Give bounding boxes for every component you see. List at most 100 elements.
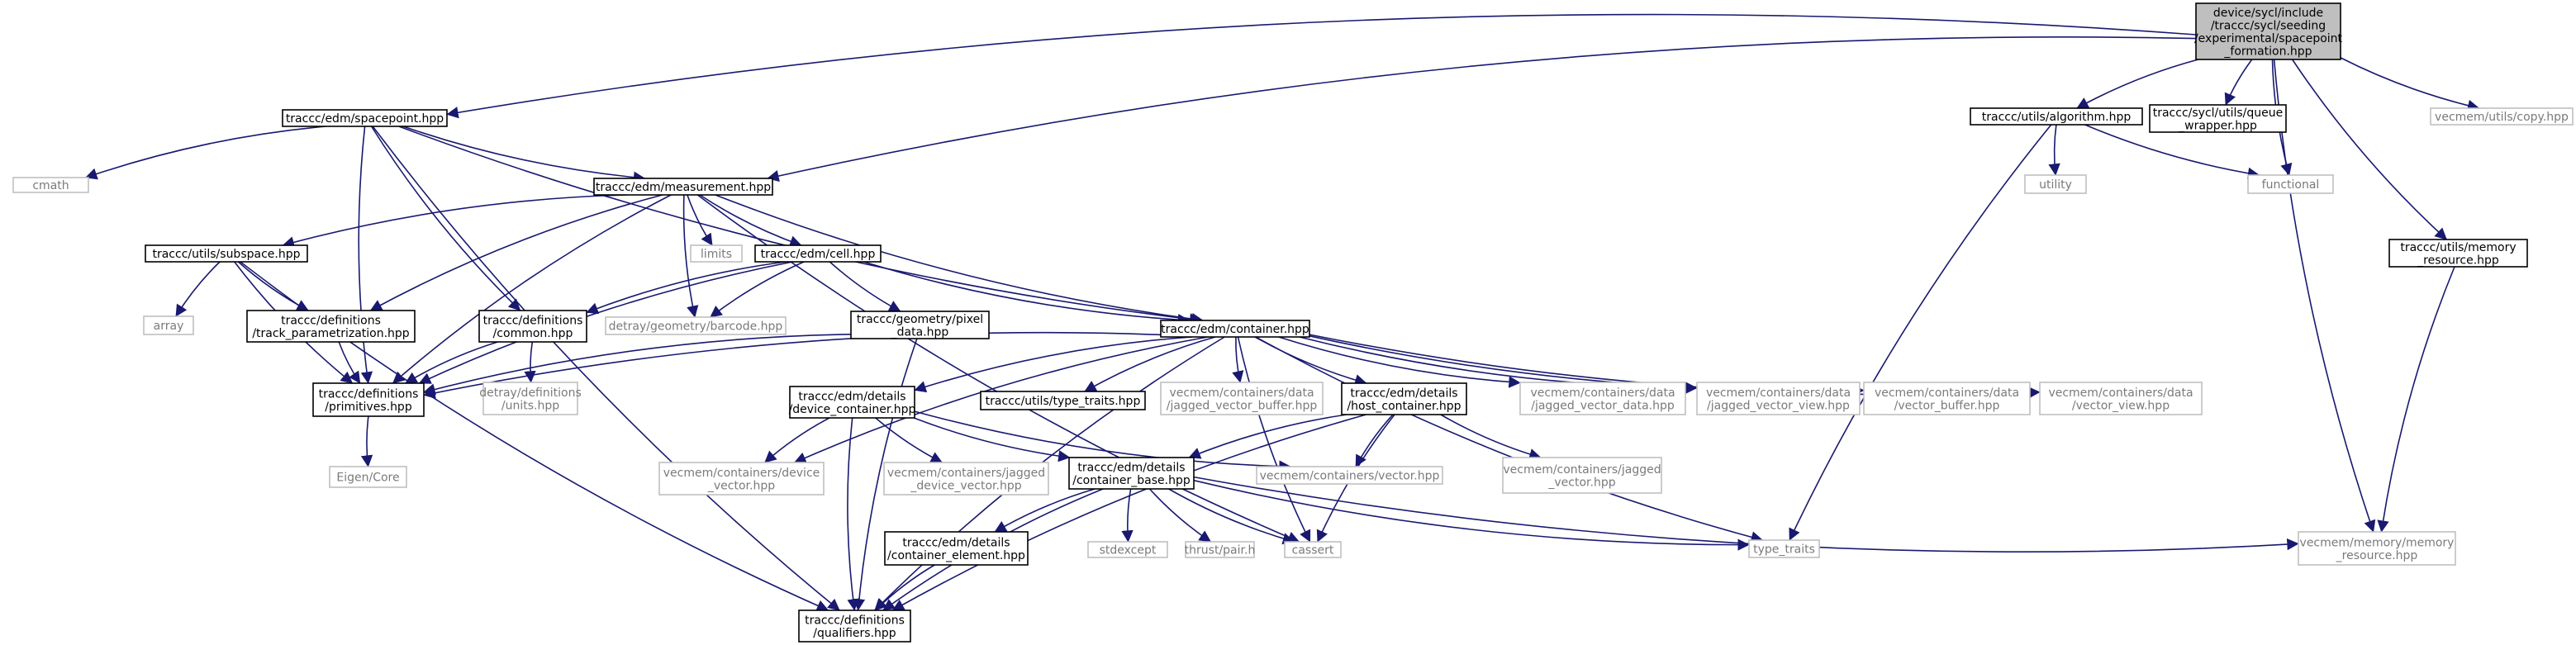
node-label-root-2: /experimental/spacepoint	[2194, 32, 2343, 45]
node-utility: utility	[2024, 174, 2087, 194]
node-box-jdevvec	[883, 462, 1049, 496]
node-limits: limits	[690, 244, 743, 263]
node-box-cmath	[12, 177, 89, 193]
edge-container-to-type_traits	[1255, 336, 1763, 543]
edge-algorithm-to-functional	[2084, 124, 2260, 179]
node-label-trackparam-1: /track_parametrization.hpp	[252, 327, 409, 340]
edge-hostcont-to-jvector	[1440, 414, 1542, 461]
node-measurement[interactable]: traccc/edm/measurement.hpp	[593, 178, 773, 196]
edge-devcont-to-jdevvec	[875, 417, 943, 463]
edge-spacepoint-to-container	[398, 126, 1202, 325]
node-label-primitives-0: traccc/definitions	[319, 387, 419, 401]
node-label-root-3: _formation.hpp	[2223, 45, 2312, 58]
node-common[interactable]: traccc/definitions/common.hpp	[478, 310, 587, 343]
node-label-vv-0: vecmem/containers/data	[2048, 387, 2193, 400]
edge-root-to-spacepoint	[446, 13, 2197, 119]
node-qualifiers[interactable]: traccc/definitions/qualifiers.hpp	[798, 609, 911, 643]
node-label-functional-0: functional	[2262, 178, 2320, 192]
node-contbase[interactable]: traccc/edm/details/container_base.hpp	[1068, 457, 1195, 490]
edge-common-to-primitives	[405, 341, 498, 384]
node-label-vec_copy-0: vecmem/utils/copy.hpp	[2435, 111, 2569, 124]
node-label-queue-1: _wrapper.hpp	[2178, 119, 2257, 132]
edge-spacepoint-to-cmath	[85, 126, 326, 180]
node-vb: vecmem/containers/data/vector_buffer.hpp	[1863, 382, 2031, 415]
node-box-typetraits_traccc	[980, 391, 1146, 410]
node-jvd: vecmem/containers/data/jagged_vector_dat…	[1519, 382, 1686, 415]
node-vector: vecmem/containers/vector.hpp	[1256, 466, 1443, 485]
node-algorithm[interactable]: traccc/utils/algorithm.hpp	[1970, 107, 2143, 126]
node-label-measurement-0: traccc/edm/measurement.hpp	[596, 181, 771, 194]
edge-contbase-to-stdexcept	[1121, 488, 1134, 543]
node-label-barcode-0: detray/geometry/barcode.hpp	[609, 320, 783, 334]
node-cell[interactable]: traccc/edm/cell.hpp	[754, 244, 882, 263]
edge-algorithm-to-type_traits	[1789, 124, 2052, 541]
node-subspace[interactable]: traccc/utils/subspace.hpp	[145, 244, 308, 263]
node-label-pixel-0: traccc/geometry/pixel	[857, 313, 983, 326]
node-cmath: cmath	[12, 177, 89, 193]
edge-devcont-to-devvec	[764, 417, 830, 463]
edge-measurement-to-cell	[699, 194, 802, 248]
edge-hostcont-to-vector	[1355, 414, 1394, 467]
node-label-pixel-1: _data.hpp	[891, 325, 949, 339]
node-box-root	[2195, 2, 2341, 60]
node-box-array	[143, 315, 194, 335]
node-box-algorithm	[1970, 107, 2143, 126]
node-box-primitives	[312, 382, 425, 417]
edge-root-to-vmemres	[2273, 59, 2376, 533]
node-pixel[interactable]: traccc/geometry/pixel_data.hpp	[850, 311, 990, 339]
node-box-cassert	[1284, 541, 1342, 558]
node-label-contbase-1: /container_base.hpp	[1072, 474, 1191, 487]
node-vv: vecmem/containers/data/vector_view.hpp	[2039, 382, 2203, 415]
edge-hostcont-to-qualifiers	[891, 414, 1366, 611]
node-label-limits-0: limits	[701, 248, 732, 261]
node-box-subspace	[145, 244, 308, 263]
node-box-vb	[1863, 382, 2031, 415]
node-label-trackparam-0: traccc/definitions	[281, 314, 381, 327]
node-label-common-1: /common.hpp	[493, 327, 573, 340]
node-queue[interactable]: traccc/sycl/utils/queue_wrapper.hpp	[2149, 104, 2287, 133]
node-box-queue	[2149, 104, 2287, 133]
edge-spacepoint-to-measurement	[402, 126, 646, 183]
node-memres_traccc[interactable]: traccc/utils/memory_resource.hpp	[2388, 239, 2528, 268]
node-hostcont[interactable]: traccc/edm/details/host_container.hpp	[1341, 382, 1467, 415]
node-label-subspace-0: traccc/utils/subspace.hpp	[152, 248, 300, 261]
node-primitives[interactable]: traccc/definitions/primitives.hpp	[312, 382, 425, 417]
edge-pixel-to-qualifiers	[853, 338, 918, 611]
node-label-cassert-0: cassert	[1292, 544, 1334, 557]
node-trackparam[interactable]: traccc/definitions/track_parametrization…	[246, 310, 416, 343]
edge-cell-to-common	[586, 261, 786, 315]
edge-pixel-to-primitives	[423, 334, 852, 396]
node-box-vmemres	[2298, 531, 2456, 566]
edge-root-to-algorithm	[2076, 59, 2199, 109]
node-pair: thrust/pair.h	[1185, 541, 1255, 558]
edge-cell-to-container	[863, 261, 1191, 326]
node-spacepoint[interactable]: traccc/edm/spacepoint.hpp	[282, 109, 448, 127]
edge-devcont-to-contbase	[913, 417, 1071, 462]
node-container[interactable]: traccc/edm/container.hpp	[1160, 320, 1310, 338]
node-label-cmath-0: cmath	[32, 179, 69, 192]
node-label-contbase-0: traccc/edm/details	[1077, 461, 1185, 474]
node-devcont[interactable]: traccc/edm/details/device_container.hpp	[789, 386, 916, 419]
edge-measurement-to-limits	[687, 194, 713, 246]
node-vec_copy: vecmem/utils/copy.hpp	[2430, 107, 2574, 126]
node-label-primitives-1: /primitives.hpp	[325, 401, 412, 414]
node-label-qualifiers-1: /qualifiers.hpp	[813, 627, 896, 640]
edge-spacepoint-to-qualifiers	[372, 126, 840, 611]
edge-contbase-to-pair	[1148, 488, 1212, 543]
node-root[interactable]: device/sycl/include/traccc/sycl/seeding/…	[2194, 2, 2343, 60]
node-barcode: detray/geometry/barcode.hpp	[605, 316, 787, 335]
node-label-jvector-0: vecmem/containers/jagged	[1503, 463, 1661, 477]
node-label-units-0: detray/definitions	[479, 387, 582, 400]
node-label-vmemres-0: vecmem/memory/memory	[2300, 536, 2455, 549]
edge-subspace-to-array	[175, 261, 221, 317]
node-label-utility-0: utility	[2039, 178, 2072, 192]
node-label-devcont-1: /device_container.hpp	[789, 403, 916, 416]
node-stdexcept: stdexcept	[1087, 541, 1168, 558]
node-label-qualifiers-0: traccc/definitions	[805, 614, 905, 627]
node-contelem[interactable]: traccc/edm/details/container_element.hpp	[884, 531, 1029, 566]
node-label-vb-1: /vector_buffer.hpp	[1894, 399, 2000, 412]
node-label-vmemres-1: _resource.hpp	[2336, 549, 2418, 562]
node-typetraits_traccc[interactable]: traccc/utils/type_traits.hpp	[980, 391, 1146, 410]
node-label-contelem-0: traccc/edm/details	[902, 536, 1010, 549]
node-box-barcode	[605, 316, 787, 335]
